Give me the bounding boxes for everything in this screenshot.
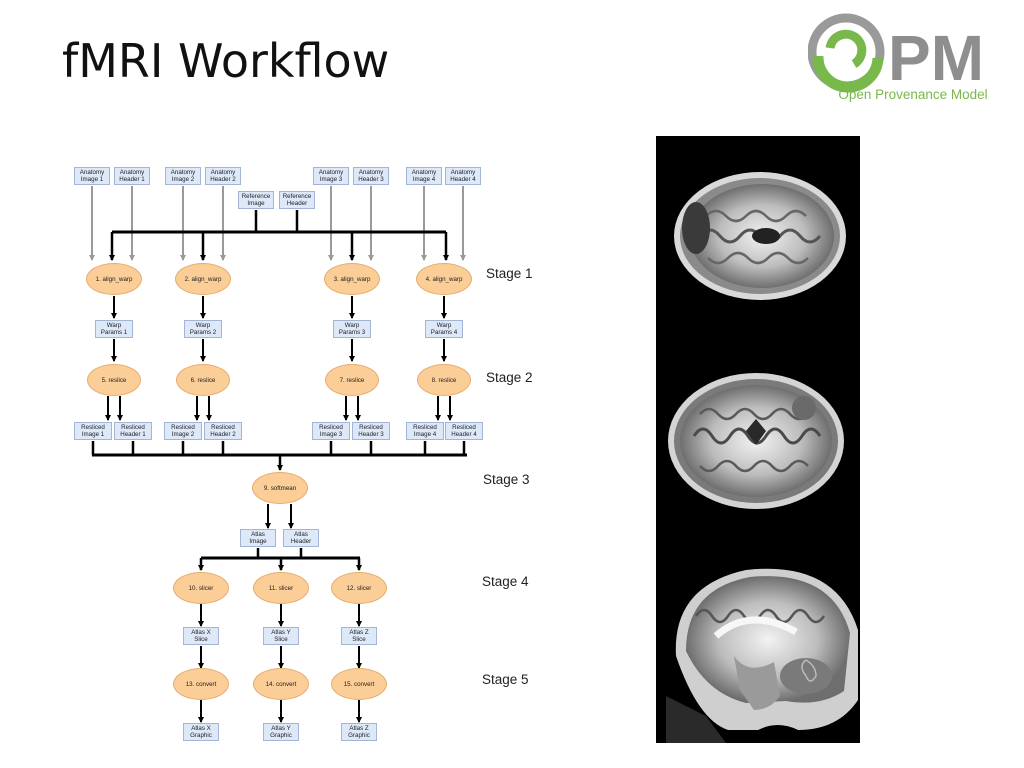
stage-label: Stage 3	[483, 472, 530, 487]
atlas-graphic-box: Atlas X Graphic	[183, 723, 219, 741]
process-reslice: 6. reslice	[176, 364, 230, 396]
reference-image-box: Reference Image	[238, 191, 274, 209]
process-align-warp: 3. align_warp	[324, 263, 380, 295]
process-convert: 15. convert	[331, 668, 387, 700]
warp-params-box: Warp Params 4	[425, 320, 463, 338]
brain-scan-images	[666, 172, 858, 743]
brain-scan-panel	[656, 136, 860, 743]
resliced-header-box: Resliced Header 3	[352, 422, 390, 440]
process-align-warp: 1. align_warp	[86, 263, 142, 295]
atlas-slice-box: Atlas X Slice	[183, 627, 219, 645]
atlas-graphic-box: Atlas Y Graphic	[263, 723, 299, 741]
atlas-graphic-box: Atlas Z Graphic	[341, 723, 377, 741]
warp-params-box: Warp Params 1	[95, 320, 133, 338]
process-reslice: 8. reslice	[417, 364, 471, 396]
process-align-warp: 2. align_warp	[175, 263, 231, 295]
warp-params-box: Warp Params 3	[333, 320, 371, 338]
resliced-image-box: Resliced Image 2	[164, 422, 202, 440]
workflow-edges	[89, 186, 467, 723]
process-reslice: 7. reslice	[325, 364, 379, 396]
resliced-header-box: Resliced Header 1	[114, 422, 152, 440]
atlas-slice-box: Atlas Z Slice	[341, 627, 377, 645]
workflow-diagram	[89, 186, 467, 723]
slide-title: fMRI Workflow	[62, 34, 390, 88]
process-align-warp: 4. align_warp	[416, 263, 472, 295]
atlas-image-box: Atlas Image	[240, 529, 276, 547]
anatomy-image-box: Anatomy Image 4	[406, 167, 442, 185]
resliced-header-box: Resliced Header 2	[204, 422, 242, 440]
anatomy-header-box: Anatomy Header 1	[114, 167, 150, 185]
resliced-image-box: Resliced Image 4	[406, 422, 444, 440]
stage-label: Stage 1	[486, 266, 533, 281]
stage-label: Stage 2	[486, 370, 533, 385]
resliced-header-box: Resliced Header 4	[445, 422, 483, 440]
process-convert: 13. convert	[173, 668, 229, 700]
anatomy-header-box: Anatomy Header 3	[353, 167, 389, 185]
stage-label: Stage 5	[482, 672, 529, 687]
logo-tagline: Open Provenance Model	[838, 87, 988, 102]
brain-axial-upper-icon	[674, 172, 846, 300]
process-slicer: 11. slicer	[253, 572, 309, 604]
reference-header-box: Reference Header	[279, 191, 315, 209]
resliced-image-box: Resliced Image 1	[74, 422, 112, 440]
process-convert: 14. convert	[253, 668, 309, 700]
process-slicer: 12. slicer	[331, 572, 387, 604]
process-reslice: 5. reslice	[87, 364, 141, 396]
logo-letters: PM	[888, 22, 984, 94]
logo-swirl-icon	[808, 13, 885, 93]
opm-logo: PM	[808, 13, 984, 94]
atlas-slice-box: Atlas Y Slice	[263, 627, 299, 645]
anatomy-image-box: Anatomy Image 2	[165, 167, 201, 185]
process-slicer: 10. slicer	[173, 572, 229, 604]
atlas-header-box: Atlas Header	[283, 529, 319, 547]
warp-params-box: Warp Params 2	[184, 320, 222, 338]
anatomy-image-box: Anatomy Image 1	[74, 167, 110, 185]
brain-sagittal-icon	[666, 568, 858, 743]
brain-axial-mid-icon	[668, 373, 844, 509]
process-softmean: 9. softmean	[252, 472, 308, 504]
anatomy-header-box: Anatomy Header 2	[205, 167, 241, 185]
anatomy-header-box: Anatomy Header 4	[445, 167, 481, 185]
stage-label: Stage 4	[482, 574, 529, 589]
resliced-image-box: Resliced Image 3	[312, 422, 350, 440]
anatomy-image-box: Anatomy Image 3	[313, 167, 349, 185]
